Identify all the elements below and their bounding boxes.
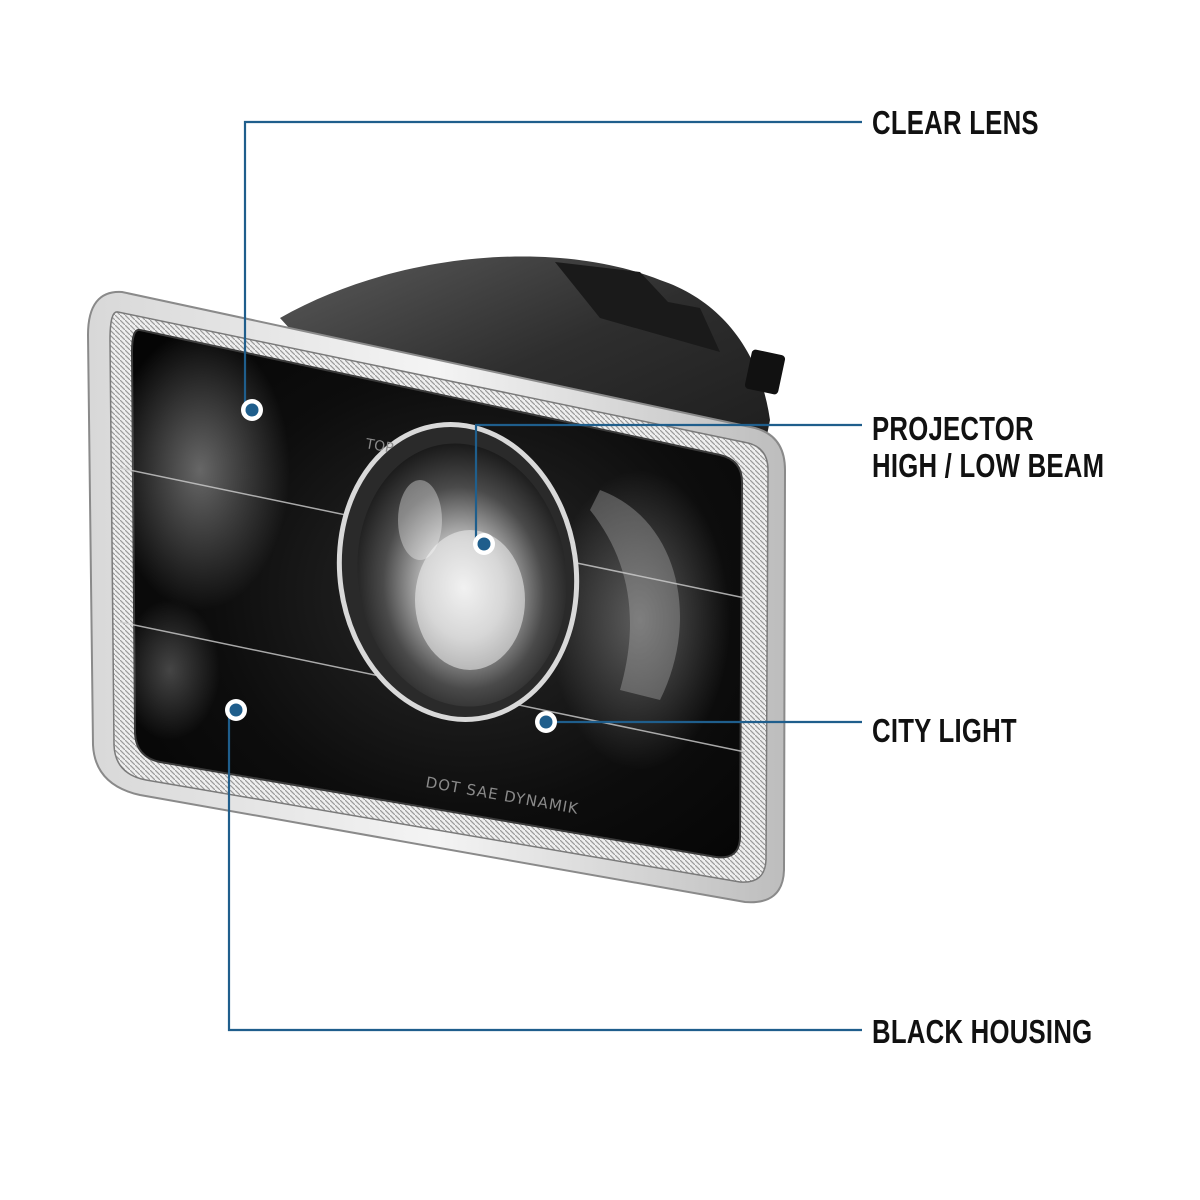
connector-tab (744, 349, 786, 395)
callout-markers (225, 399, 557, 733)
rear-connector (555, 262, 720, 352)
clear-lens-label: CLEAR LENS (872, 104, 1039, 141)
black-housing-marker (225, 699, 247, 721)
projector-label-line1: PROJECTOR (872, 410, 1034, 447)
city-light-marker (535, 711, 557, 733)
top-mark: TOP (363, 436, 394, 457)
projector-label: PROJECTOR HIGH / LOW BEAM (872, 410, 1104, 484)
black-housing-label: BLACK HOUSING (872, 1013, 1093, 1050)
projector-marker (473, 533, 495, 555)
city-light-label: CITY LIGHT (872, 712, 1017, 749)
projector-label-line2: HIGH / LOW BEAM (872, 447, 1105, 484)
clear-lens-marker (241, 399, 263, 421)
